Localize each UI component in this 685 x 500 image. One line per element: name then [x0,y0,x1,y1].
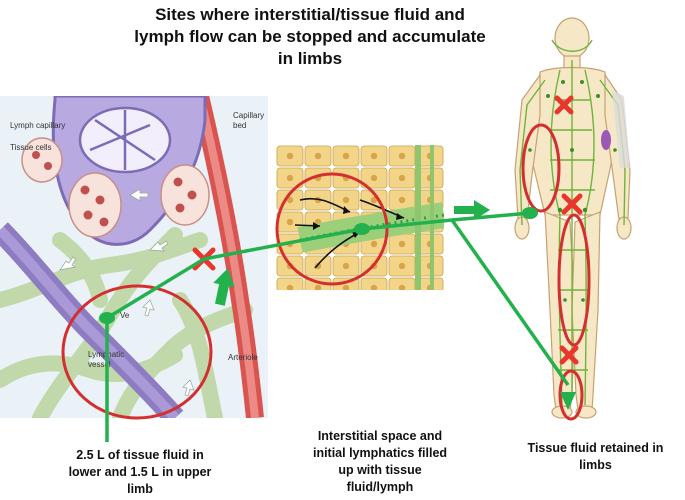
connector-nodes [99,207,576,410]
diagram-title: Sites where interstitial/tissue fluid an… [95,4,525,70]
thigh-highlight-ellipse [557,213,591,347]
title-line-3: in limbs [277,49,343,68]
label-venule-fragment: Ve [120,311,130,320]
label-capillary-bed-2: bed [233,121,246,130]
flow-arrow-right [454,200,490,220]
connector-left-to-middle [106,227,363,320]
flow-block-arrows [213,200,490,306]
connector-middle-out [361,218,453,231]
arrowhead-ankle [560,392,576,410]
capillary-bed-illustration: Lymph capillary Tissue cells Capillary b… [0,96,268,418]
tissue-cell-clusters [21,137,210,238]
caption-left-line-3: limb [127,482,153,496]
caption-middle-line-2: initial lymphatics filled [312,446,448,460]
connector-to-ankle [450,218,570,387]
connector-lines [105,211,570,442]
title-line-1: Sites where interstitial/tissue fluid an… [155,5,465,24]
middle-highlight-circle [275,172,389,286]
caption-left-line-2: lower and 1.5 L in upper [68,465,212,479]
caption-left-line-1: 2.5 L of tissue fluid in [76,448,204,462]
left-highlight-circle [61,284,213,420]
caption-left: 2.5 L of tissue fluid in lower and 1.5 L… [40,447,240,498]
caption-middle-line-3: up with tissue [338,463,422,477]
blockage-cross-armpit [554,95,574,115]
title-line-2: lymph flow can be stopped and accumulate [134,27,486,46]
ankle-highlight-ellipse [558,369,584,421]
caption-right-line-1: Tissue fluid retained in [527,441,664,455]
label-arteriole: Arteriole [228,353,258,362]
label-tissue-cells: Tissue cells [10,143,52,152]
blockage-cross-knee [559,345,579,365]
caption-right-line-2: limbs [579,458,612,472]
node-middle [354,223,370,235]
label-lymphatic-vessel-2: vessel [88,360,111,369]
arm-highlight-ellipse [521,123,561,213]
caption-right: Tissue fluid retained in limbs [513,440,678,474]
label-lymph-capillary: Lymph capillary [10,121,65,130]
highlight-circles [61,123,591,421]
caption-middle-line-4: fluid/lymph [346,480,414,494]
node-arm [522,207,538,219]
node-left [99,312,115,324]
caption-middle: Interstitial space and initial lymphatic… [290,428,470,496]
connector-to-arm [451,211,531,222]
blockage-cross-groin [561,193,583,215]
flow-arrow-up [213,268,235,306]
label-capillary-bed-1: Capillary [233,111,264,120]
interstitial-tissue-illustration [276,145,444,290]
caption-middle-line-1: Interstitial space and [317,429,443,443]
